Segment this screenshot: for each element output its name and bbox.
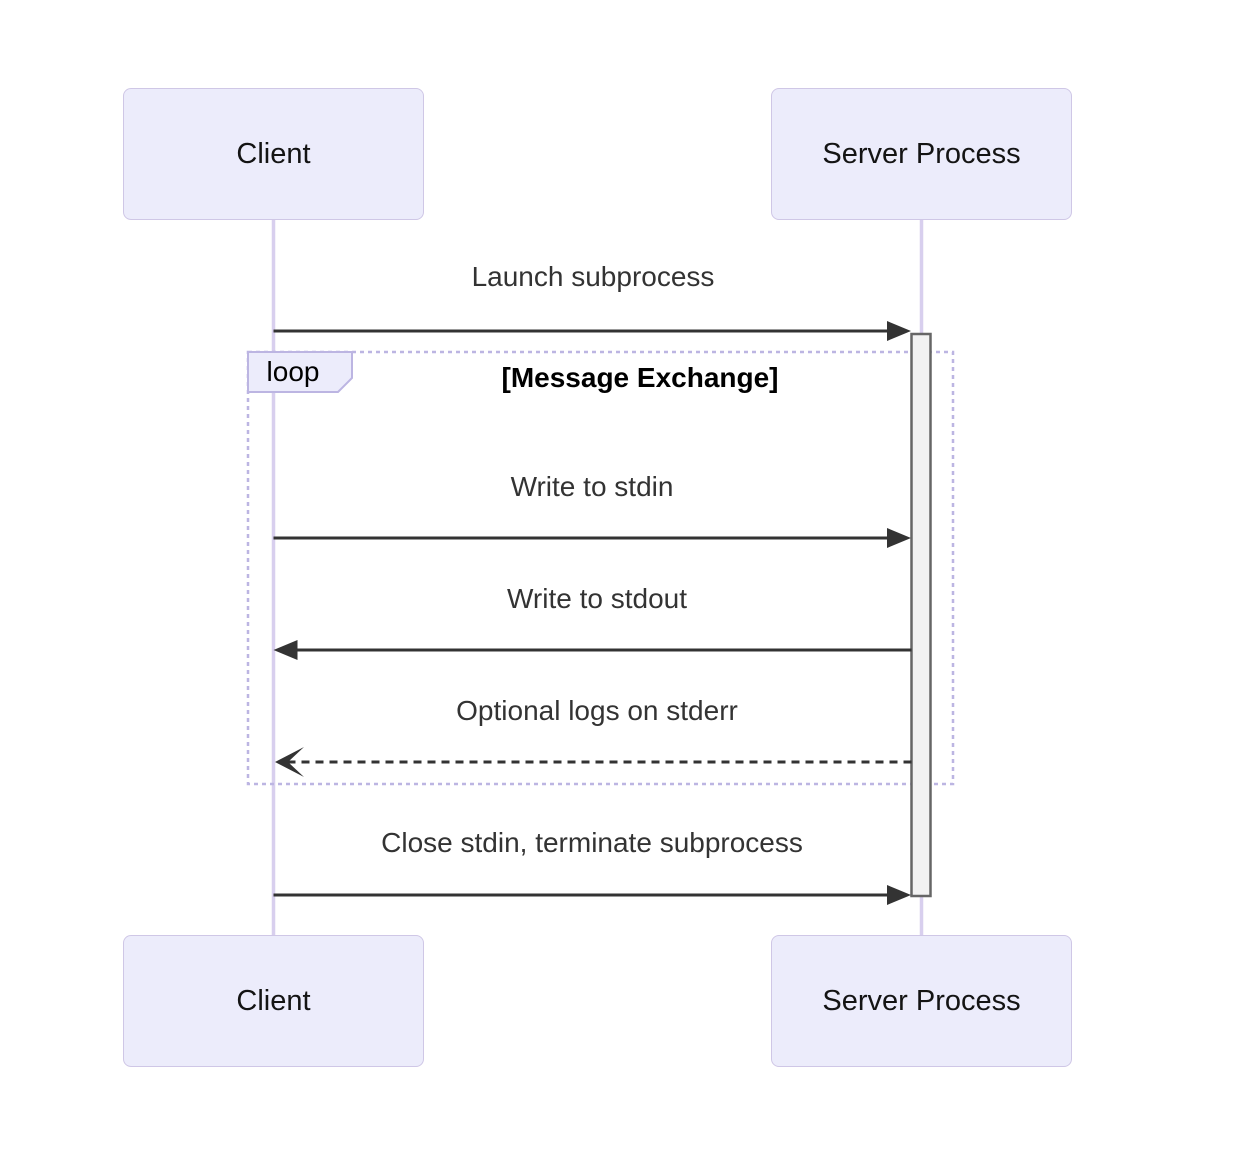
arrowhead-write-to-stdin [887, 528, 911, 548]
arrowhead-write-to-stdout [273, 640, 298, 660]
actor-box-server-bottom: Server Process [771, 935, 1072, 1067]
actor-label-client: Client [236, 984, 311, 1017]
actor-box-client-bottom: Client [123, 935, 424, 1067]
message-label-close-stdin: Close stdin, terminate subprocess [381, 827, 803, 858]
message-label-write-to-stdout: Write to stdout [506, 583, 688, 614]
actor-label-server: Server Process [822, 137, 1021, 170]
loop-label-shape [247, 351, 353, 393]
actor-box-server-top: Server Process [771, 88, 1072, 220]
message-label-launch-subprocess: Launch subprocess [471, 261, 715, 292]
actor-label-server: Server Process [822, 984, 1021, 1017]
arrowhead-close-stdin [887, 885, 911, 905]
loop-condition: [Message Exchange] [501, 362, 779, 393]
actor-label-client: Client [236, 137, 311, 170]
message-label-optional-logs-stderr: Optional logs on stderr [456, 695, 738, 726]
arrowhead-launch-subprocess [887, 321, 911, 341]
message-label-write-to-stdin: Write to stdin [510, 471, 674, 502]
activation-bar-server [910, 332, 932, 898]
actor-box-client-top: Client [123, 88, 424, 220]
loop-label: loop [266, 356, 320, 387]
loop-frame [246, 350, 955, 786]
arrowhead-optional-logs-stderr [275, 747, 304, 777]
